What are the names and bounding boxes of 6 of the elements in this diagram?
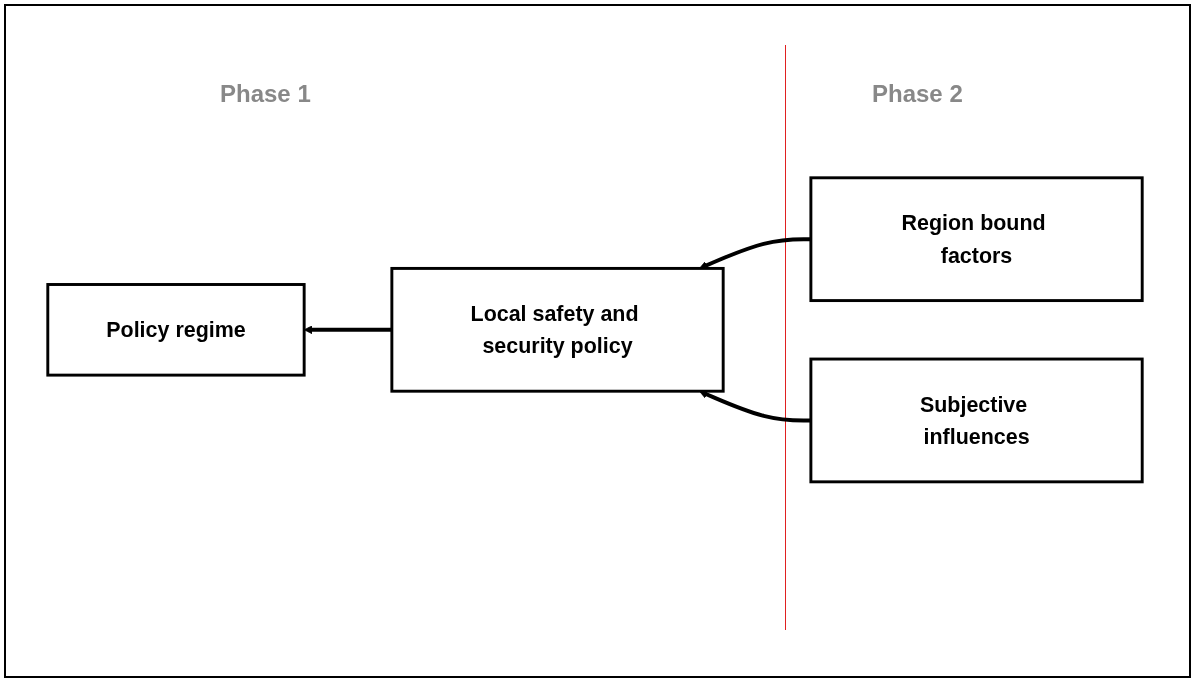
node-box: Local safety and security policy (390, 267, 725, 393)
phase-label: Phase 1 (220, 80, 311, 108)
node-box: Region bound factors (809, 176, 1144, 303)
node-box: Policy regime (46, 283, 306, 377)
phase-label: Phase 2 (872, 80, 963, 108)
node-box: Subjective influences (809, 357, 1144, 484)
